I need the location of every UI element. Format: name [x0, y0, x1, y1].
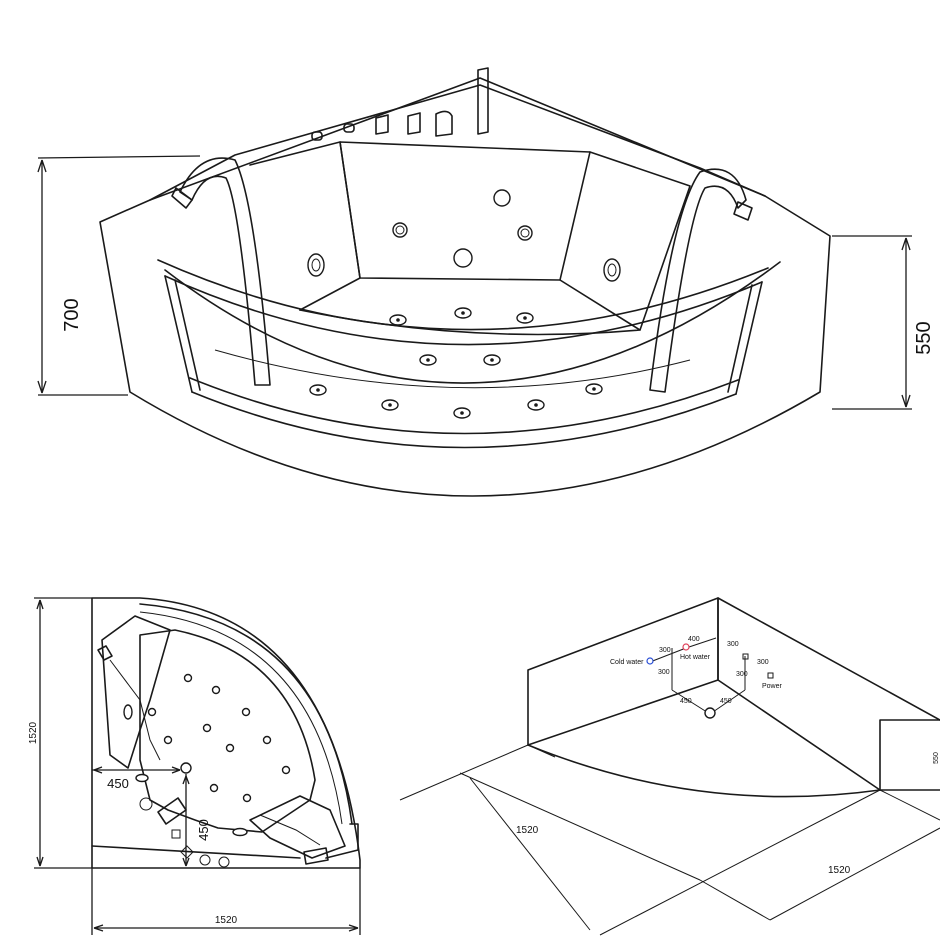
- tub-side-left: [249, 141, 361, 311]
- dimension-height-left: 700: [37, 155, 201, 396]
- plan-jets: [123, 673, 291, 837]
- glass-panel-top: [157, 259, 769, 331]
- plan-right-seat-detail: [259, 814, 321, 846]
- deck-faucet: [477, 67, 489, 135]
- plan-rim-inner-2: [139, 611, 343, 825]
- plan-width-label: 1520: [215, 915, 238, 926]
- plan-fixture: [199, 854, 211, 866]
- plan-fixture: [180, 845, 194, 859]
- right-handle-cap: [733, 201, 753, 221]
- drain-offset-y-label: 450: [196, 819, 211, 841]
- deck-control-2: [343, 123, 355, 133]
- tub-outer-shell: [99, 77, 831, 497]
- cold-water-inlet: [646, 657, 654, 665]
- left-grab-handle: [179, 157, 271, 386]
- plan-depth-label: 1520: [28, 721, 39, 744]
- wall-jet: [453, 248, 473, 268]
- plan-fixture: [139, 797, 153, 811]
- plan-fixture: [171, 829, 181, 839]
- tub-side-right: [559, 151, 691, 331]
- floor-left-label: 1520: [516, 825, 539, 836]
- glass-panel-bottom: [189, 377, 739, 435]
- dim-power-side-label: 300: [736, 671, 748, 678]
- installation-view: Cold water Hot water Power 400 300 300 3…: [399, 597, 940, 936]
- plan-fixture: [218, 856, 230, 868]
- dimension-height-right: 550: [832, 235, 935, 410]
- plan-left-seat-detail: [109, 659, 161, 761]
- dim-cold-hot-label: 400: [688, 636, 700, 643]
- plan-outline: [91, 597, 361, 869]
- dimension-drain-x: 450: [92, 766, 181, 791]
- glass-panel-bottom-inner: [191, 391, 737, 449]
- plan-right-seat: [249, 795, 346, 859]
- height-right-label: 550: [913, 321, 935, 354]
- plan-left-seat: [101, 615, 171, 769]
- drain-offset-x-label: 450: [107, 776, 129, 791]
- hot-water-label: Hot water: [680, 654, 711, 661]
- hot-water-inlet: [682, 643, 690, 651]
- plan-rim-inner: [139, 603, 353, 825]
- floor-jets: [309, 307, 603, 419]
- install-floor-grid: [399, 744, 940, 936]
- wall-jet: [307, 253, 325, 277]
- right-grab-handle: [649, 168, 747, 393]
- tub-apron-curve: [164, 261, 781, 384]
- dim-cold-side-label: 300: [658, 669, 670, 676]
- deck-control-3: [375, 114, 389, 135]
- dim-power-height-label: 300: [757, 659, 769, 666]
- dimension-plan-depth: 1520: [28, 597, 92, 869]
- install-right-wall-box: [879, 719, 940, 791]
- wall-jet: [520, 228, 530, 238]
- wall-jet: [493, 189, 511, 207]
- wall-jet: [311, 258, 321, 272]
- power-outlet: [742, 653, 749, 660]
- plan-drain: [180, 762, 192, 774]
- floor-right-label: 1520: [828, 865, 851, 876]
- plan-basin: [139, 629, 316, 833]
- plan-front-edge: [91, 823, 359, 859]
- wall-jet: [603, 258, 621, 282]
- dimension-plan-width: 1520: [91, 868, 361, 935]
- install-floor-arc: [527, 744, 881, 798]
- install-drain: [704, 707, 716, 719]
- plan-view: 1520 1520 450 450: [28, 597, 361, 935]
- deck-control-1: [311, 131, 323, 141]
- power-label: Power: [762, 683, 783, 690]
- install-right-wall: [717, 597, 940, 791]
- tub-deck-rim: [149, 84, 766, 201]
- wall-jet: [395, 225, 405, 235]
- dimension-drain-y: 450: [182, 774, 211, 867]
- height-left-label: 700: [61, 298, 83, 331]
- wall-height-label: 550: [933, 752, 940, 764]
- plan-handle-right: [303, 847, 329, 865]
- cold-water-label: Cold water: [610, 659, 644, 666]
- install-left-wall: [527, 597, 719, 746]
- plan-handle-left: [97, 645, 113, 661]
- dim-hot-power-label: 300: [727, 641, 739, 648]
- wall-jet: [392, 222, 408, 238]
- wall-jet: [517, 225, 533, 241]
- glass-panel-left: [164, 275, 201, 393]
- left-handle-cap: [171, 187, 193, 209]
- tub-inner-floor-edge: [214, 349, 691, 389]
- deck-control-5: [435, 110, 453, 137]
- power-outlet: [767, 672, 774, 679]
- dim-drain-left-label: 450: [680, 698, 692, 705]
- dim-cold-height-label: 300: [659, 647, 671, 654]
- wall-jet: [607, 263, 617, 277]
- perspective-view: 700 550: [37, 67, 935, 497]
- glass-panel-right: [727, 281, 763, 395]
- deck-control-4: [407, 112, 421, 135]
- dim-drain-right-label: 450: [720, 698, 732, 705]
